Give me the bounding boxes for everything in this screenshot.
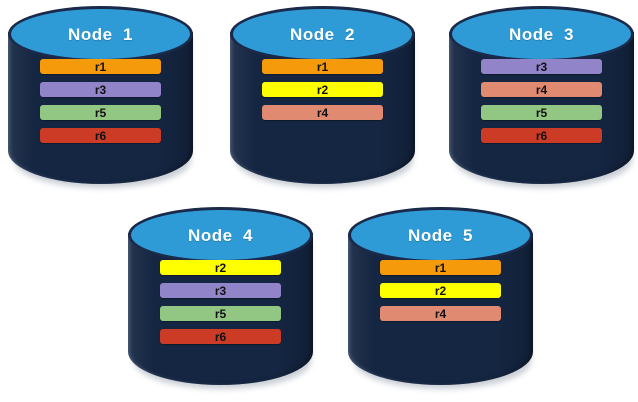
cylinder-top-disc: Node 4 xyxy=(128,207,313,263)
replica-label: r2 xyxy=(316,82,329,97)
replica-bar[interactable]: r1 xyxy=(40,59,161,74)
replica-label: r3 xyxy=(535,59,548,74)
cylinder-body xyxy=(449,32,634,184)
replica-bar-list: r1 r3 r5 r6 xyxy=(40,59,161,151)
replica-bar[interactable]: r5 xyxy=(160,306,281,321)
replica-bar[interactable]: r5 xyxy=(40,105,161,120)
replica-bar[interactable]: r6 xyxy=(481,128,602,143)
replica-bar[interactable]: r2 xyxy=(160,260,281,275)
replica-bar-list: r1 r2 r4 xyxy=(380,260,501,329)
replica-label: r3 xyxy=(94,82,107,97)
node-cylinder-3[interactable]: Node 3 r3 r4 r5 r6 xyxy=(449,6,634,191)
cylinder-top-disc: Node 1 xyxy=(8,6,193,62)
replica-label: r4 xyxy=(535,82,548,97)
node-cylinder-1[interactable]: Node 1 r1 r3 r5 r6 xyxy=(8,6,193,191)
replica-label: r2 xyxy=(434,283,447,298)
replica-bar[interactable]: r3 xyxy=(160,283,281,298)
replica-label: r6 xyxy=(94,128,107,143)
replica-label: r2 xyxy=(214,260,227,275)
replica-label: r5 xyxy=(94,105,107,120)
replica-bar[interactable]: r4 xyxy=(481,82,602,97)
replica-bar-list: r2 r3 r5 r6 xyxy=(160,260,281,352)
replica-bar[interactable]: r4 xyxy=(262,105,383,120)
node-cylinder-4[interactable]: Node 4 r2 r3 r5 r6 xyxy=(128,207,313,392)
cylinder-top-disc: Node 3 xyxy=(449,6,634,62)
replica-bar[interactable]: r1 xyxy=(262,59,383,74)
node-cylinder-5[interactable]: Node 5 r1 r2 r4 xyxy=(348,207,533,392)
cylinder-top-disc: Node 5 xyxy=(348,207,533,263)
node-cylinder-2[interactable]: Node 2 r1 r2 r4 xyxy=(230,6,415,191)
replica-bar[interactable]: r4 xyxy=(380,306,501,321)
node-title: Node 2 xyxy=(290,25,355,44)
replica-bar[interactable]: r6 xyxy=(160,329,281,344)
node-title: Node 3 xyxy=(509,25,574,44)
node-title: Node 4 xyxy=(188,226,253,245)
replica-label: r5 xyxy=(214,306,227,321)
replica-label: r1 xyxy=(434,260,447,275)
cylinder-body xyxy=(128,233,313,385)
replica-bar[interactable]: r1 xyxy=(380,260,501,275)
replica-bar[interactable]: r3 xyxy=(481,59,602,74)
replica-bar[interactable]: r2 xyxy=(262,82,383,97)
node-title: Node 1 xyxy=(68,25,133,44)
replica-bar[interactable]: r3 xyxy=(40,82,161,97)
replica-bar-list: r1 r2 r4 xyxy=(262,59,383,128)
replica-label: r1 xyxy=(94,59,107,74)
replica-label: r1 xyxy=(316,59,329,74)
cylinder-top-disc: Node 2 xyxy=(230,6,415,62)
replica-label: r6 xyxy=(214,329,227,344)
node-title: Node 5 xyxy=(408,226,473,245)
replica-label: r6 xyxy=(535,128,548,143)
replica-label: r4 xyxy=(434,306,447,321)
replica-bar[interactable]: r6 xyxy=(40,128,161,143)
replica-bar[interactable]: r2 xyxy=(380,283,501,298)
replica-label: r4 xyxy=(316,105,329,120)
replica-bar-list: r3 r4 r5 r6 xyxy=(481,59,602,151)
replica-label: r5 xyxy=(535,105,548,120)
replica-bar[interactable]: r5 xyxy=(481,105,602,120)
replica-label: r3 xyxy=(214,283,227,298)
